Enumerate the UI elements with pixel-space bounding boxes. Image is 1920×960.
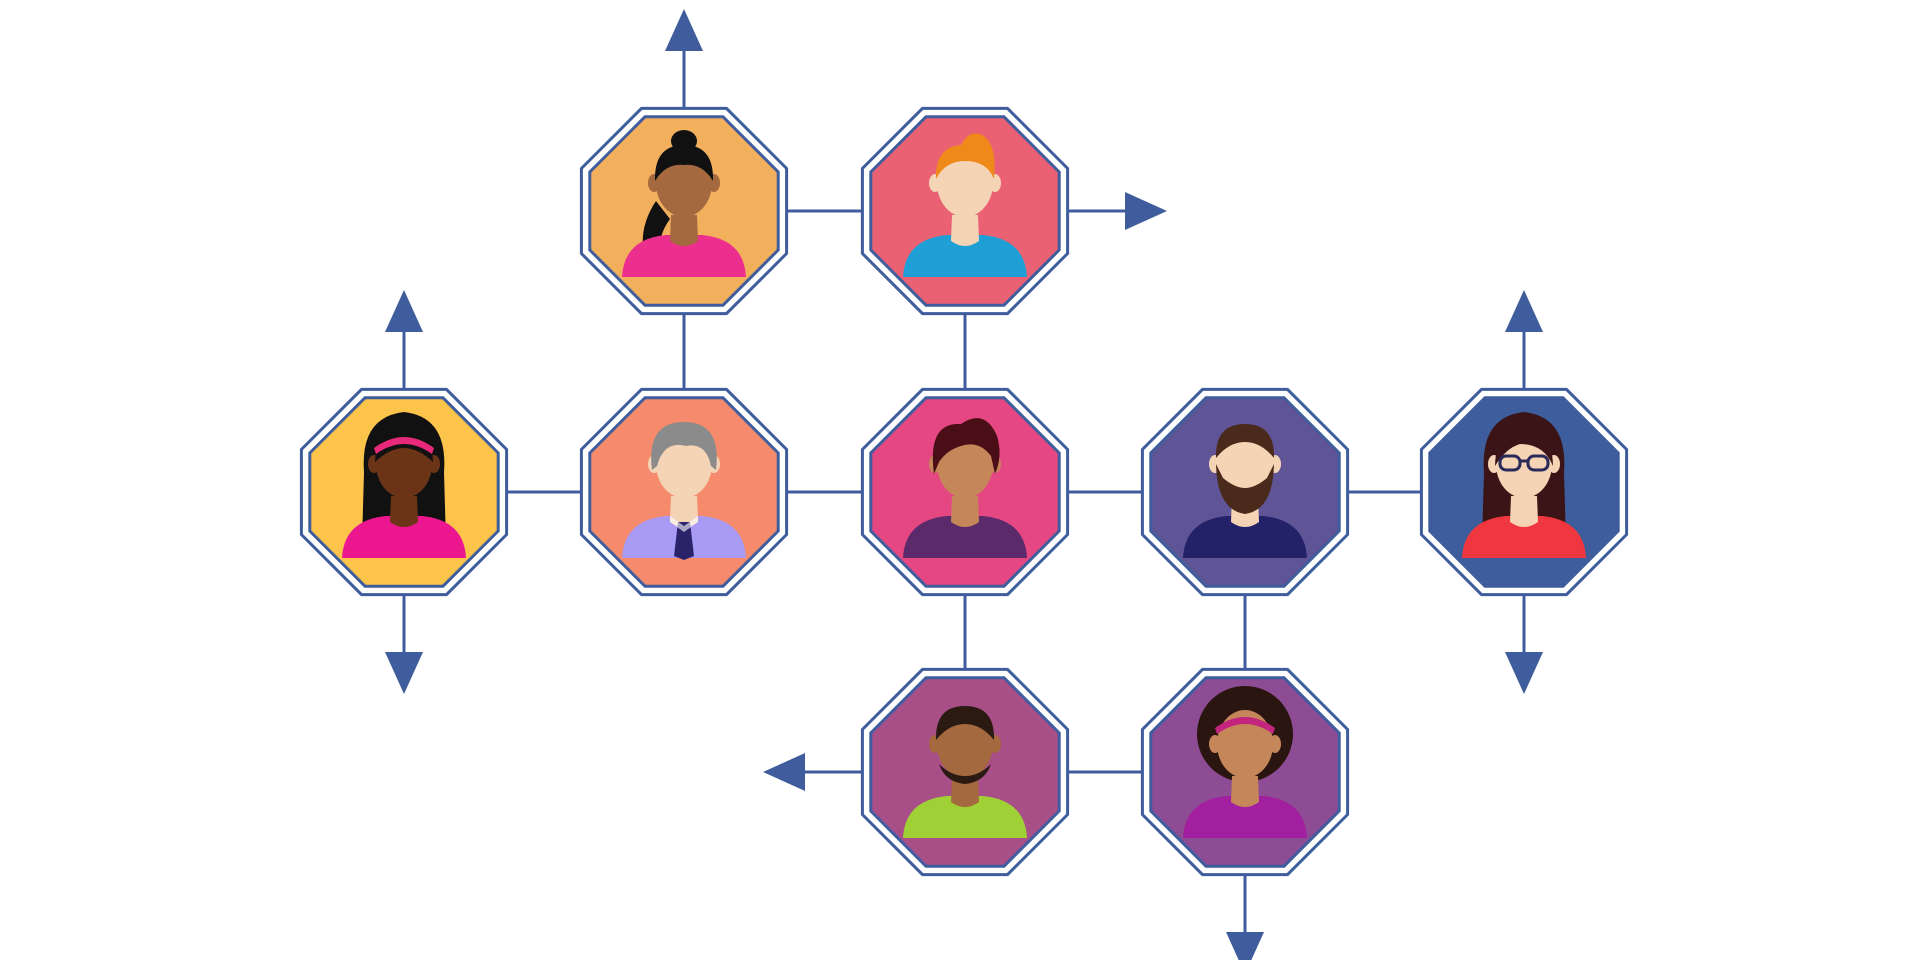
person-avatar-icon bbox=[1462, 412, 1586, 558]
person-node-n1 bbox=[579, 106, 789, 316]
neck bbox=[390, 496, 418, 527]
arrow-up-icon bbox=[385, 290, 423, 392]
shirt bbox=[1462, 516, 1586, 558]
person-node-n7 bbox=[1419, 387, 1629, 597]
shirt bbox=[903, 516, 1027, 558]
arrow-right-icon bbox=[1065, 192, 1167, 230]
shirt bbox=[622, 235, 746, 277]
beard bbox=[1216, 464, 1274, 514]
neck bbox=[670, 215, 698, 246]
face bbox=[1217, 710, 1273, 778]
person-node-n6 bbox=[1140, 387, 1350, 597]
shirt bbox=[1183, 516, 1307, 558]
person-avatar-icon bbox=[903, 706, 1027, 838]
arrow-left-icon bbox=[763, 753, 865, 791]
shirt bbox=[903, 796, 1027, 838]
person-avatar-icon bbox=[342, 412, 466, 558]
person-avatar-icon bbox=[1183, 686, 1307, 838]
tie bbox=[674, 522, 694, 560]
arrow-down-icon bbox=[1226, 872, 1264, 960]
person-avatar-icon bbox=[1183, 424, 1307, 558]
neck bbox=[951, 776, 979, 807]
goatee bbox=[939, 764, 991, 784]
glasses-icon bbox=[1498, 454, 1522, 472]
person-avatar-icon bbox=[622, 130, 746, 277]
headband bbox=[1215, 717, 1275, 734]
person-nodes bbox=[299, 106, 1629, 877]
person-avatar-icon bbox=[622, 422, 746, 560]
person-node-n2 bbox=[860, 106, 1070, 316]
neck bbox=[1510, 496, 1538, 527]
neck bbox=[1231, 776, 1259, 807]
face bbox=[656, 430, 712, 498]
person-node-n8 bbox=[860, 667, 1070, 877]
arrow-up-icon bbox=[1505, 290, 1543, 392]
arrow-down-icon bbox=[1505, 592, 1543, 694]
face bbox=[937, 149, 993, 217]
neck bbox=[670, 496, 698, 527]
neck bbox=[951, 496, 979, 527]
person-avatar-icon bbox=[903, 418, 1027, 558]
arrow-up-icon bbox=[665, 9, 703, 111]
shirt bbox=[342, 516, 466, 558]
neck bbox=[951, 215, 979, 246]
person-node-n3 bbox=[299, 387, 509, 597]
person-node-n5 bbox=[860, 387, 1070, 597]
shirt bbox=[1183, 796, 1307, 838]
shirt bbox=[903, 235, 1027, 277]
person-node-n9 bbox=[1140, 667, 1350, 877]
headband bbox=[374, 437, 434, 454]
arrow-down-icon bbox=[385, 592, 423, 694]
person-avatar-icon bbox=[903, 133, 1027, 277]
person-node-n4 bbox=[579, 387, 789, 597]
outgoing-arrows bbox=[385, 9, 1543, 960]
face bbox=[1217, 430, 1273, 498]
